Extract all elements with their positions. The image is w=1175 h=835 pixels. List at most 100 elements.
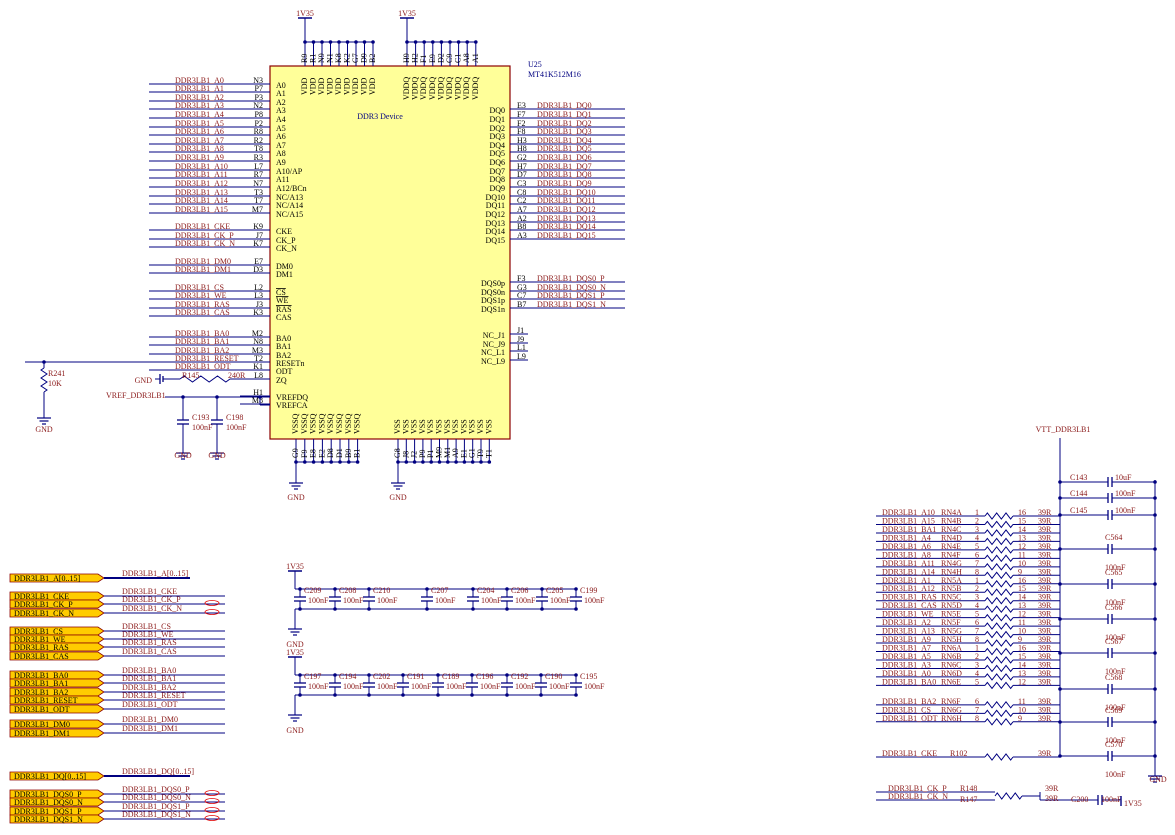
junction-dot (422, 40, 427, 44)
port-ddr3lb1-odt[interactable]: DDR3LB1_ODT (9, 704, 105, 714)
diff-pair-marker (204, 815, 220, 821)
row2-capacitor (397, 682, 409, 688)
port-ddr3lb1-cke[interactable]: DDR3LB1_CKE (9, 591, 105, 601)
cside-ref: C567 (1105, 637, 1122, 646)
port-ddr3lb1-ck-n[interactable]: DDR3LB1_CK_N (9, 608, 105, 618)
port-net-label: DDR3LB1_DQS0_P (122, 785, 190, 794)
left-pin-number: N8 (253, 337, 263, 346)
rn-pin2: 9 (1018, 714, 1022, 723)
rn-net-label: DDR3LB1_A2 (882, 618, 931, 627)
row2-cap-value: 100nF (343, 682, 364, 691)
port-ddr3lb1-dq-0-15-[interactable]: DDR3LB1_DQ[0..15] (9, 771, 105, 781)
rn-pin2: 12 (1018, 610, 1026, 619)
left-pin-net-label: DDR3LB1_A12 (175, 179, 228, 188)
rn-ref: RN6E (941, 677, 961, 686)
rn-pin1: 6 (975, 697, 979, 706)
row1-capacitor (501, 596, 513, 602)
rn-pin2: 11 (1018, 697, 1026, 706)
rn-resistor (984, 717, 1014, 726)
vddq-pin-name: VDDQ (454, 77, 463, 100)
vddq-pin-number: D2 (436, 53, 445, 63)
rn-net-label: DDR3LB1_A8 (882, 550, 931, 559)
port-ddr3lb1-dqs1-n[interactable]: DDR3LB1_DQS1_N (9, 814, 105, 824)
port-ddr3lb1-dm0[interactable]: DDR3LB1_DM0 (9, 719, 105, 729)
left-pin-name: RAS (276, 305, 292, 314)
vss-pin-number: J2 (410, 451, 419, 458)
port-ddr3lb1-a-0-15-[interactable]: DDR3LB1_A[0..15] (9, 573, 105, 583)
port-ddr3lb1-ba0[interactable]: DDR3LB1_BA0 (9, 670, 105, 680)
port-ddr3lb1-dm1[interactable]: DDR3LB1_DM1 (9, 728, 105, 738)
rn-net-label: DDR3LB1_A11 (882, 559, 935, 568)
port-ddr3lb1-dqs0-n[interactable]: DDR3LB1_DQS0_N (9, 797, 105, 807)
right-pin-name: DQ3 (489, 132, 505, 141)
rn-net-label: DDR3LB1_A1 (882, 576, 931, 585)
term-ground-symbol (1148, 768, 1162, 783)
right-pin-net-label: DDR3LB1_DQ11 (537, 196, 595, 205)
right-pin-number: E3 (517, 101, 526, 110)
port-ddr3lb1-cas[interactable]: DDR3LB1_CAS (9, 651, 105, 661)
cside-ref: C564 (1105, 533, 1122, 542)
port-label: DDR3LB1_DM1 (14, 729, 70, 738)
rn-value: 39R (1038, 516, 1052, 525)
right-pin-name: DQS0p (481, 279, 505, 288)
rn-pin2: 10 (1018, 559, 1026, 568)
r102-value: 39R (1038, 749, 1052, 758)
rn-pin2: 16 (1018, 508, 1026, 517)
rn-pin1: 4 (975, 533, 979, 542)
term-gnd-label: GND (1149, 775, 1167, 784)
port-ddr3lb1-we[interactable]: DDR3LB1_WE (9, 634, 105, 644)
row2-capacitor (466, 682, 478, 688)
ctop-capacitor (1107, 510, 1113, 520)
left-pin-name: A9 (276, 158, 286, 167)
port-ddr3lb1-dqs0-p[interactable]: DDR3LB1_DQS0_P (9, 789, 105, 799)
cke-net-label: DDR3LB1_CKE (882, 749, 937, 758)
c193-ref: C193 (192, 413, 209, 422)
row2-cap-ref: C202 (373, 672, 390, 681)
port-net-label: DDR3LB1_DQS0_N (122, 793, 191, 802)
left-pin-net-label: DDR3LB1_A13 (175, 188, 228, 197)
vddq-pin-name: VDDQ (445, 77, 454, 100)
port-label: DDR3LB1_DQS0_N (14, 798, 83, 807)
port-ddr3lb1-ba2[interactable]: DDR3LB1_BA2 (9, 687, 105, 697)
port-ddr3lb1-ba1[interactable]: DDR3LB1_BA1 (9, 678, 105, 688)
vddq-power-label: 1V35 (398, 9, 416, 18)
right-pin-net-label: DDR3LB1_DQ12 (537, 205, 596, 214)
left-pin-net-label: DDR3LB1_RAS (175, 300, 230, 309)
port-ddr3lb1-ck-p[interactable]: DDR3LB1_CK_P (9, 599, 105, 609)
rn-ref: RN4D (941, 533, 962, 542)
rn-ref: RN5B (941, 584, 961, 593)
port-ddr3lb1-cs[interactable]: DDR3LB1_CS (9, 626, 105, 636)
junction-dot (1153, 513, 1157, 517)
right-pin-net-label: DDR3LB1_DQ7 (537, 162, 592, 171)
junction-dot (311, 40, 316, 44)
port-ddr3lb1-ras[interactable]: DDR3LB1_RAS (9, 642, 105, 652)
left-pin-number: R2 (254, 136, 263, 145)
right-pin-net-label: DDR3LB1_DQS0_N (537, 283, 606, 292)
row1-capacitor (536, 596, 548, 602)
vddq-pin-name: VDDQ (471, 77, 480, 100)
right-pin-net-label: DDR3LB1_DQS0_P (537, 274, 605, 283)
vss-pin-number: A9 (451, 448, 460, 458)
row2-gnd-label: GND (286, 726, 304, 735)
vddq-pin-number: A8 (462, 53, 471, 63)
row2-capacitor (570, 682, 582, 688)
junction-dot (1153, 617, 1157, 621)
left-pin-number: P3 (255, 93, 263, 102)
vddq-pin-number: E9 (428, 54, 437, 63)
port-ddr3lb1-dqs1-p[interactable]: DDR3LB1_DQS1_P (9, 806, 105, 816)
rn-ref: RN4H (941, 567, 962, 576)
vss-pin-number: M9 (435, 447, 444, 458)
c198-ground-symbol (210, 445, 224, 460)
right-pin-number: C8 (517, 188, 526, 197)
rn-value: 39R (1038, 677, 1052, 686)
row1-capacitor (294, 596, 306, 602)
rn-resistor (984, 571, 1014, 580)
rn-pin2: 10 (1018, 705, 1026, 714)
row1-power-label: 1V35 (286, 562, 304, 571)
port-ddr3lb1-reset[interactable]: DDR3LB1_RESET (9, 695, 105, 705)
diff-pair-marker (204, 790, 220, 796)
rn-pin1: 3 (975, 525, 979, 534)
left-pin-name: A1 (276, 89, 286, 98)
vdd-pin-name: VDD (309, 77, 318, 95)
